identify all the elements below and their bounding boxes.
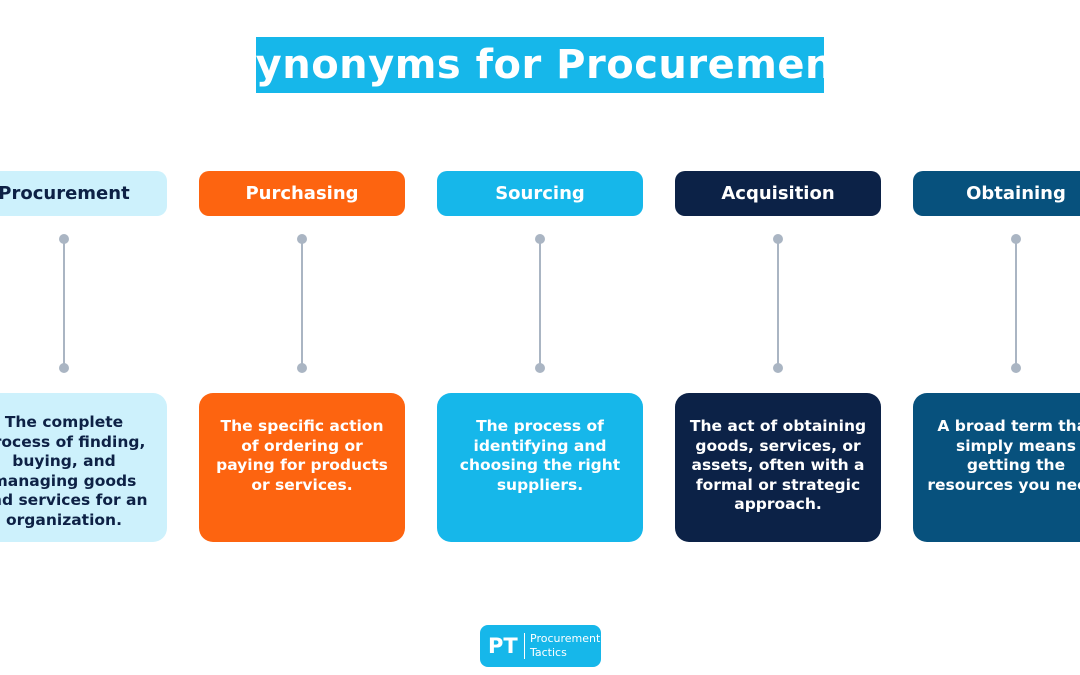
term-description: The specific action of ordering or payin…	[199, 393, 405, 542]
column-obtaining: Obtaining A broad term that simply means…	[913, 0, 1080, 675]
connector-dot-bottom	[59, 363, 69, 373]
term-header: Procurement	[0, 171, 167, 216]
logo-line-1: Procurement	[530, 632, 601, 645]
logo-line-2: Tactics	[530, 646, 567, 659]
connector-dot-bottom	[535, 363, 545, 373]
column-purchasing: Purchasing The specific action of orderi…	[199, 0, 405, 675]
term-description: The complete process of finding, buying,…	[0, 393, 167, 542]
term-header: Acquisition	[675, 171, 881, 216]
term-header: Purchasing	[199, 171, 405, 216]
term-header: Sourcing	[437, 171, 643, 216]
connector-dot-bottom	[297, 363, 307, 373]
logo-mark: PT	[488, 634, 518, 658]
connector-line	[63, 239, 65, 369]
connector-dot-bottom	[1011, 363, 1021, 373]
term-description: The process of identifying and choosing …	[437, 393, 643, 542]
logo-wordmark: Procurement Tactics	[530, 632, 600, 660]
column-sourcing: Sourcing The process of identifying and …	[437, 0, 643, 675]
title-banner: Synonyms for Procurement	[226, 37, 853, 93]
procurement-tactics-logo: PT Procurement Tactics	[480, 625, 601, 667]
term-description: The act of obtaining goods, services, or…	[675, 393, 881, 542]
connector-line	[1015, 239, 1017, 369]
column-acquisition: Acquisition The act of obtaining goods, …	[675, 0, 881, 675]
connector-line	[301, 239, 303, 369]
page-title: Synonyms for Procurement	[226, 42, 854, 88]
column-procurement: Procurement The complete process of find…	[0, 0, 167, 675]
logo-divider	[524, 633, 525, 659]
connector-dot-bottom	[773, 363, 783, 373]
term-description: A broad term that simply means getting t…	[913, 393, 1080, 542]
connector-line	[539, 239, 541, 369]
term-header: Obtaining	[913, 171, 1080, 216]
connector-line	[777, 239, 779, 369]
